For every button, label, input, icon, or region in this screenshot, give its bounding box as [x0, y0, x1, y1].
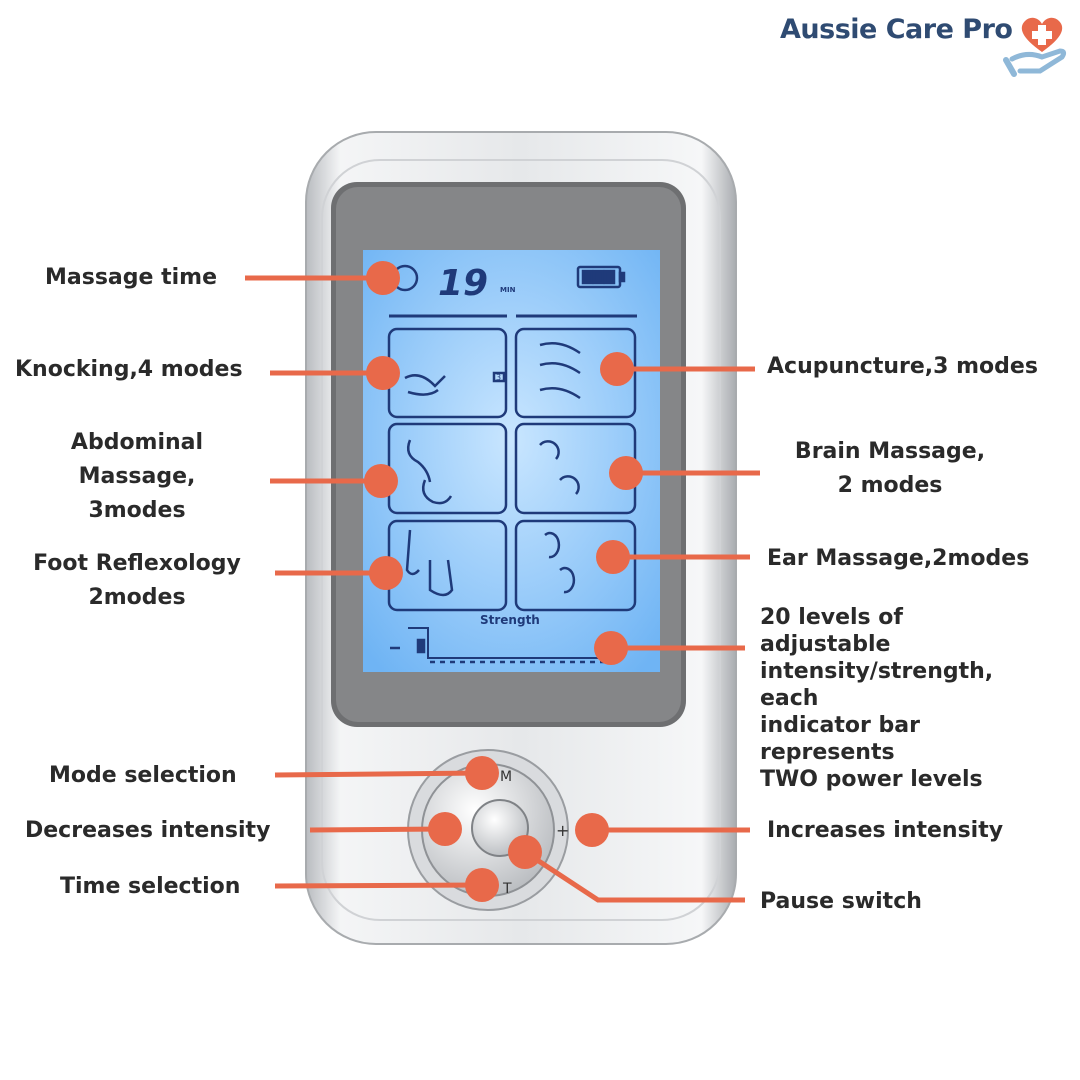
label-line: each	[760, 686, 819, 711]
label-line: 20 levels of	[760, 605, 903, 630]
label-line: represents	[760, 740, 895, 765]
lcd-screen	[363, 250, 660, 672]
mode-box-ear	[514, 519, 637, 612]
lcd-graphics	[387, 264, 637, 664]
plus-button-label[interactable]: +	[556, 821, 569, 840]
mode-button-label[interactable]: M	[500, 769, 512, 785]
label-acupuncture: Acupuncture,3 modes	[767, 354, 1038, 379]
callout-dots	[364, 261, 643, 902]
label-line: Massage,	[78, 464, 196, 489]
label-line: indicator bar	[760, 713, 920, 738]
label-foot: Foot Reflexology 2modes	[33, 547, 241, 615]
label-ear: Ear Massage,2modes	[767, 546, 1030, 571]
label-increase: Increases intensity	[767, 818, 1004, 843]
label-line: Foot Reflexology	[33, 551, 241, 576]
label-massage-time: Massage time	[45, 265, 218, 290]
lcd-time-value: 19	[438, 263, 488, 304]
label-mode-selection: Mode selection	[49, 763, 237, 788]
label-line: Abdominal	[70, 430, 204, 455]
label-pause: Pause switch	[760, 889, 922, 914]
label-decrease: Decreases intensity	[25, 818, 271, 843]
label-line: 2 modes	[837, 473, 943, 498]
time-button-label[interactable]: T	[502, 881, 512, 897]
label-line: Brain Massage,	[794, 439, 986, 464]
label-levels: 20 levels of adjustable intensity/streng…	[760, 604, 993, 793]
label-line: intensity/strength,	[760, 659, 994, 684]
label-abdominal: Abdominal Massage, 3modes	[71, 426, 203, 528]
label-line: 3modes	[88, 498, 186, 523]
label-brain: Brain Massage, 2 modes	[795, 435, 985, 503]
label-line: TWO power levels	[760, 767, 983, 792]
lcd-time-unit: MIN	[500, 286, 516, 294]
mode-box-acupuncture	[514, 327, 637, 419]
callout-lines	[245, 275, 760, 903]
strength-label: Strength	[480, 613, 540, 627]
label-time-selection: Time selection	[60, 874, 241, 899]
label-knocking: Knocking,4 modes	[15, 357, 243, 382]
label-line: adjustable	[760, 632, 891, 657]
brand-name: Aussie Care Pro	[780, 14, 1013, 45]
label-line: 2modes	[88, 585, 186, 610]
strength-indicator-bar	[416, 638, 426, 654]
heart-hand-icon	[1003, 17, 1067, 77]
knocking-indicator: 3	[496, 373, 501, 382]
